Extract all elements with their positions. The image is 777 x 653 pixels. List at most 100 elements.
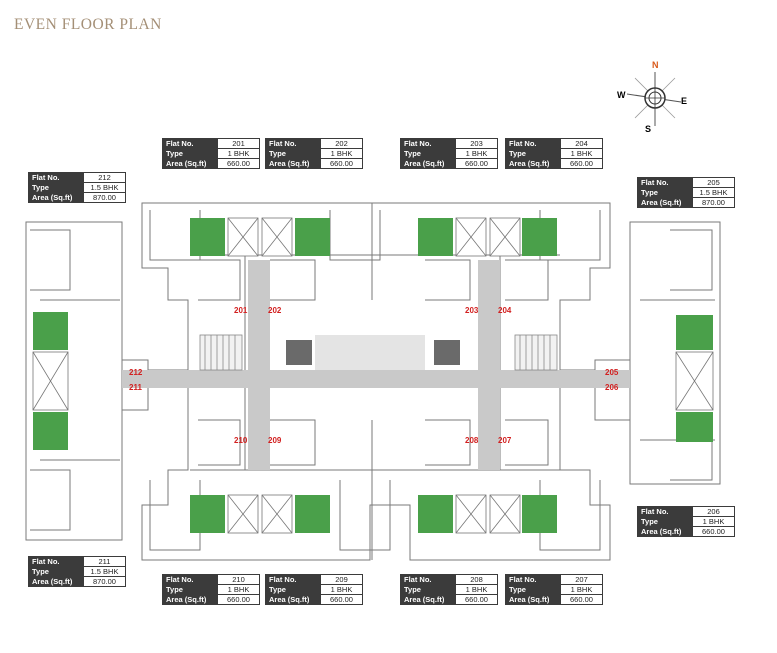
- balcony: [676, 412, 713, 442]
- area-label: Area (Sq.ft): [637, 197, 693, 208]
- balcony: [190, 218, 225, 256]
- flat-no-label: Flat No.: [400, 138, 456, 149]
- balcony: [522, 218, 557, 256]
- flat-no-label: Flat No.: [265, 574, 321, 585]
- flat-no-label: Flat No.: [505, 574, 561, 585]
- area-value: 660.00: [692, 526, 735, 537]
- type-value: 1 BHK: [692, 516, 735, 527]
- type-label: Type: [265, 584, 321, 595]
- plan-label-201: 201: [234, 306, 248, 315]
- flat-no-label: Flat No.: [637, 506, 693, 517]
- area-value: 870.00: [692, 197, 735, 208]
- type-value: 1.5 BHK: [83, 182, 126, 193]
- flat-no-value: 202: [320, 138, 363, 149]
- area-label: Area (Sq.ft): [265, 158, 321, 169]
- compass-west: W: [617, 90, 626, 100]
- compass-north: N: [652, 60, 659, 70]
- type-value: 1.5 BHK: [692, 187, 735, 198]
- compass-south: S: [645, 124, 652, 134]
- flat-no-label: Flat No.: [162, 138, 218, 149]
- area-label: Area (Sq.ft): [162, 158, 218, 169]
- type-label: Type: [637, 516, 693, 527]
- type-value: 1 BHK: [560, 584, 603, 595]
- type-value: 1 BHK: [320, 584, 363, 595]
- balcony: [522, 495, 557, 533]
- flat-no-value: 203: [455, 138, 498, 149]
- balcony: [295, 218, 330, 256]
- balcony: [295, 495, 330, 533]
- plan-label-209: 209: [268, 436, 282, 445]
- type-label: Type: [265, 148, 321, 159]
- type-value: 1 BHK: [320, 148, 363, 159]
- area-value: 660.00: [320, 158, 363, 169]
- area-value: 660.00: [560, 594, 603, 605]
- flat-no-label: Flat No.: [28, 556, 84, 567]
- plan-label-206: 206: [605, 383, 619, 392]
- flat-no-label: Flat No.: [28, 172, 84, 183]
- area-label: Area (Sq.ft): [28, 192, 84, 203]
- balcony: [418, 495, 453, 533]
- area-label: Area (Sq.ft): [28, 576, 84, 587]
- plan-label-210: 210: [234, 436, 248, 445]
- plan-label-208: 208: [465, 436, 479, 445]
- area-label: Area (Sq.ft): [637, 526, 693, 537]
- balcony: [190, 495, 225, 533]
- left-corridor: [248, 260, 270, 470]
- lift-right: [434, 340, 460, 365]
- flat-no-value: 207: [560, 574, 603, 585]
- type-label: Type: [505, 584, 561, 595]
- area-value: 660.00: [560, 158, 603, 169]
- compass-rose-icon: [626, 72, 682, 126]
- flat-no-label: Flat No.: [637, 177, 693, 188]
- main-corridor: [122, 370, 630, 388]
- plan-label-207: 207: [498, 436, 512, 445]
- flat-no-value: 212: [83, 172, 126, 183]
- flat-no-value: 208: [455, 574, 498, 585]
- page-title: EVEN FLOOR PLAN: [14, 16, 162, 33]
- right-wing: [629, 221, 721, 485]
- plan-label-203: 203: [465, 306, 479, 315]
- plan-label-212: 212: [129, 368, 143, 377]
- area-label: Area (Sq.ft): [505, 158, 561, 169]
- type-label: Type: [637, 187, 693, 198]
- compass: N W E S: [615, 60, 695, 136]
- type-value: 1 BHK: [217, 584, 260, 595]
- right-corridor: [478, 260, 500, 470]
- area-label: Area (Sq.ft): [162, 594, 218, 605]
- flat-no-label: Flat No.: [265, 138, 321, 149]
- type-label: Type: [28, 566, 84, 577]
- area-value: 660.00: [455, 158, 498, 169]
- plan-label-204: 204: [498, 306, 512, 315]
- type-label: Type: [505, 148, 561, 159]
- type-label: Type: [162, 148, 218, 159]
- compass-east: E: [681, 96, 688, 106]
- stairs-left: [199, 334, 243, 371]
- area-label: Area (Sq.ft): [505, 594, 561, 605]
- balcony: [418, 218, 453, 256]
- balcony: [33, 412, 68, 450]
- flat-no-value: 206: [692, 506, 735, 517]
- type-value: 1 BHK: [217, 148, 260, 159]
- type-label: Type: [28, 182, 84, 193]
- area-label: Area (Sq.ft): [400, 158, 456, 169]
- type-value: 1 BHK: [455, 148, 498, 159]
- type-value: 1.5 BHK: [83, 566, 126, 577]
- plan-label-205: 205: [605, 368, 619, 377]
- type-label: Type: [400, 148, 456, 159]
- balcony: [676, 315, 713, 350]
- balcony: [33, 312, 68, 350]
- flat-no-value: 205: [692, 177, 735, 188]
- stairs-right: [514, 334, 558, 371]
- type-label: Type: [400, 584, 456, 595]
- flat-no-value: 204: [560, 138, 603, 149]
